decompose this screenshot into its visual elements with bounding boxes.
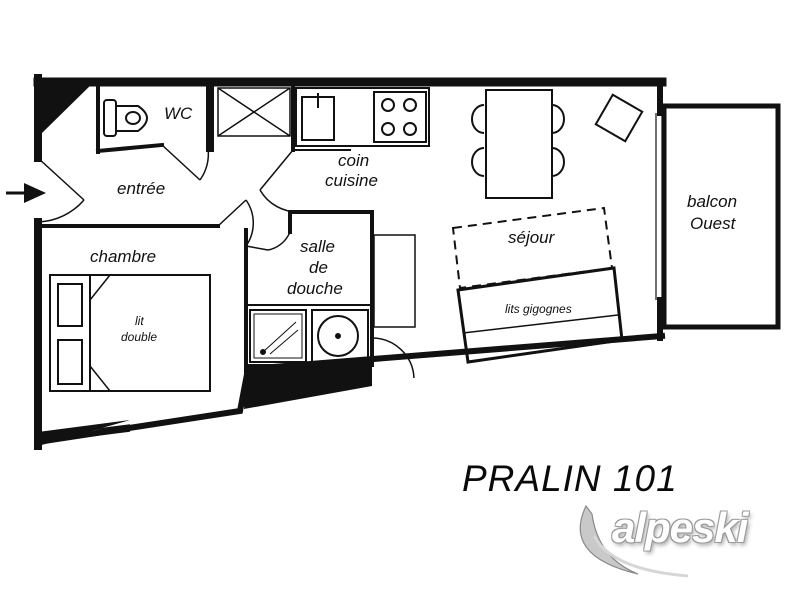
brand-wordmark: alpeski bbox=[612, 504, 748, 551]
label-cuisine: cuisine bbox=[325, 171, 378, 190]
armchair bbox=[594, 93, 644, 143]
label-ouest: Ouest bbox=[690, 214, 737, 233]
wall-fill-bottom-left bbox=[38, 420, 130, 446]
washbasin bbox=[311, 309, 369, 363]
label-lit: lit bbox=[135, 314, 144, 328]
wall-fill-bottom bbox=[244, 357, 372, 409]
toilet-fixture bbox=[103, 99, 148, 137]
dining-table bbox=[471, 89, 565, 199]
window-chambre bbox=[73, 424, 131, 439]
label-entree: entrée bbox=[117, 179, 165, 198]
corner-wall-fill-top-left bbox=[38, 78, 98, 133]
label-chambre: chambre bbox=[90, 247, 156, 266]
label-wc: WC bbox=[164, 104, 193, 123]
doors bbox=[37, 144, 415, 379]
label-salle: salle bbox=[300, 237, 335, 256]
entrance-arrow bbox=[6, 183, 46, 203]
lits-gigognes bbox=[451, 206, 624, 364]
balcon-outline bbox=[661, 103, 781, 330]
label-balcon: balcon bbox=[687, 192, 737, 211]
shower-tray bbox=[249, 309, 307, 363]
alpeski-logo-swoosh bbox=[579, 504, 689, 578]
label-douche: douche bbox=[287, 279, 343, 298]
double-bed bbox=[49, 274, 211, 392]
kitchen-counter bbox=[295, 87, 430, 147]
label-lits-gigognes: lits gigognes bbox=[505, 302, 572, 316]
label-sejour: séjour bbox=[508, 228, 556, 247]
plan-title: PRALIN 101 bbox=[462, 458, 678, 499]
label-coin: coin bbox=[338, 151, 369, 170]
side-cabinet bbox=[373, 234, 416, 328]
label-double: double bbox=[121, 330, 157, 344]
label-de: de bbox=[309, 258, 328, 277]
closet-cabinet bbox=[217, 87, 291, 137]
interior-walls bbox=[36, 82, 374, 407]
window-balcon bbox=[655, 113, 663, 300]
